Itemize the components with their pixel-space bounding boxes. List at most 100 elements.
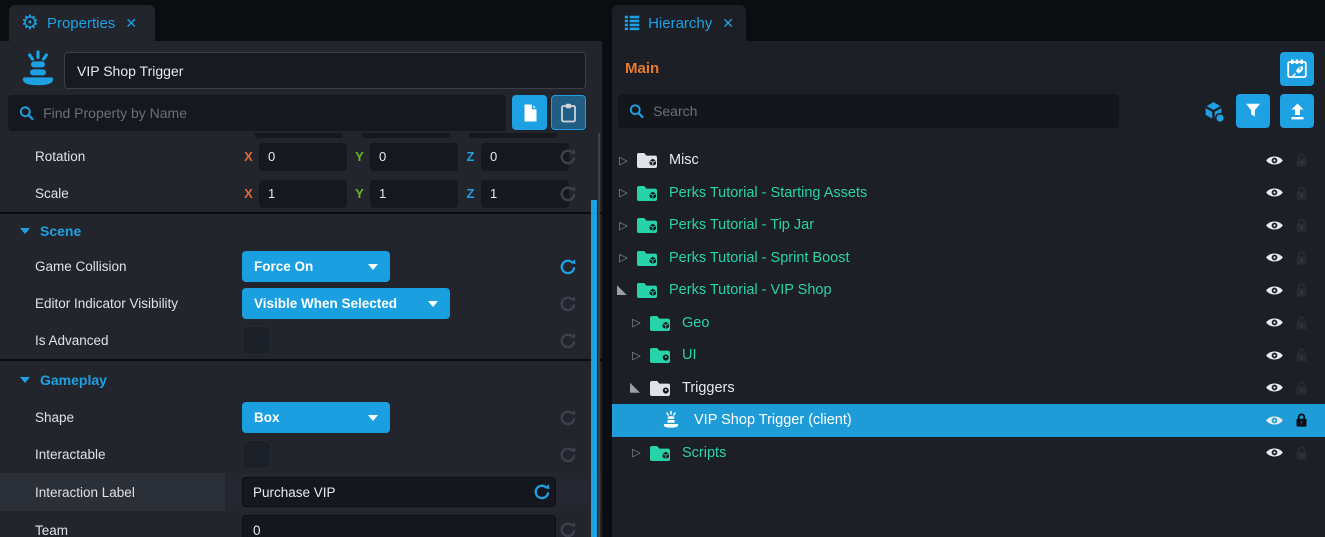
events-button[interactable] bbox=[1280, 52, 1314, 86]
property-label: Interactable bbox=[35, 447, 106, 462]
reset-button[interactable] bbox=[558, 257, 578, 277]
visibility-eye-icon[interactable] bbox=[1265, 186, 1284, 199]
upload-button[interactable] bbox=[1280, 94, 1314, 128]
expand-arrow-icon[interactable] bbox=[630, 349, 643, 362]
scrollbar-track bbox=[598, 133, 600, 537]
visibility-eye-icon[interactable] bbox=[1265, 381, 1284, 394]
axis-z-input[interactable]: 1 bbox=[481, 179, 569, 208]
tree-row[interactable]: Perks Tutorial - VIP Shop bbox=[612, 274, 1325, 307]
expand-arrow-icon[interactable] bbox=[617, 285, 627, 296]
reset-button[interactable] bbox=[558, 445, 578, 465]
reset-button[interactable] bbox=[558, 331, 578, 351]
property-search-box[interactable] bbox=[8, 95, 506, 131]
folder-icon bbox=[649, 379, 671, 397]
axis-x-input[interactable]: 0 bbox=[259, 142, 347, 171]
calendar-rocket-icon bbox=[1287, 59, 1307, 78]
expand-arrow-icon[interactable] bbox=[617, 186, 630, 199]
property-row: Editor Indicator Visibility Visible When… bbox=[0, 285, 602, 322]
expand-arrow-icon[interactable] bbox=[630, 382, 640, 393]
visibility-eye-icon[interactable] bbox=[1265, 284, 1284, 297]
paste-properties-button[interactable] bbox=[551, 95, 586, 130]
expand-arrow-icon[interactable] bbox=[630, 316, 643, 329]
lock-icon[interactable] bbox=[1295, 347, 1308, 363]
close-icon[interactable]: ✕ bbox=[722, 14, 734, 31]
lock-icon[interactable] bbox=[1295, 315, 1308, 331]
scrollbar-thumb[interactable] bbox=[591, 200, 597, 537]
visibility-eye-icon[interactable] bbox=[1265, 349, 1284, 362]
axis-y-input[interactable]: 1 bbox=[370, 179, 458, 208]
object-cube-icon[interactable] bbox=[1201, 99, 1226, 129]
visibility-eye-icon[interactable] bbox=[1265, 154, 1284, 167]
axis-z-input[interactable]: 0 bbox=[481, 142, 569, 171]
property-label: Game Collision bbox=[35, 259, 127, 274]
tree-row[interactable]: Perks Tutorial - Starting Assets bbox=[612, 177, 1325, 210]
expand-arrow-icon[interactable] bbox=[617, 154, 630, 167]
hierarchy-search-input[interactable] bbox=[653, 103, 1109, 119]
visibility-eye-icon[interactable] bbox=[1265, 414, 1284, 427]
reset-button[interactable] bbox=[558, 184, 578, 204]
section-header[interactable]: Gameplay bbox=[0, 361, 602, 399]
dropdown[interactable]: Visible When Selected bbox=[242, 288, 450, 319]
tab-hierarchy[interactable]: Hierarchy ✕ bbox=[612, 5, 746, 41]
property-label: Rotation bbox=[35, 149, 86, 164]
filter-button[interactable] bbox=[1236, 94, 1270, 128]
lock-icon[interactable] bbox=[1295, 282, 1308, 298]
chevron-down-icon bbox=[368, 263, 378, 270]
tree-row[interactable]: Scripts bbox=[612, 437, 1325, 470]
hierarchy-search-box[interactable] bbox=[618, 94, 1119, 128]
lock-icon[interactable] bbox=[1295, 412, 1308, 428]
upload-arrow-icon bbox=[1291, 103, 1303, 119]
lock-icon[interactable] bbox=[1295, 380, 1308, 396]
property-label: Editor Indicator Visibility bbox=[35, 296, 179, 311]
reset-button[interactable] bbox=[558, 520, 578, 537]
reset-button[interactable] bbox=[532, 482, 552, 502]
dropdown[interactable]: Box bbox=[242, 402, 390, 433]
axis-y-input[interactable]: 0 bbox=[370, 142, 458, 171]
tree-row[interactable]: Perks Tutorial - Tip Jar bbox=[612, 209, 1325, 242]
property-search-input[interactable] bbox=[43, 105, 496, 121]
object-name-input[interactable] bbox=[64, 52, 586, 89]
copy-properties-button[interactable] bbox=[512, 95, 547, 130]
axis-y-label: Y bbox=[355, 186, 364, 201]
visibility-eye-icon[interactable] bbox=[1265, 316, 1284, 329]
text-input[interactable] bbox=[242, 515, 556, 537]
text-input[interactable] bbox=[242, 477, 556, 507]
lock-icon[interactable] bbox=[1295, 217, 1308, 233]
section-header[interactable]: Scene bbox=[0, 214, 602, 248]
checkbox[interactable] bbox=[242, 440, 271, 469]
gear-icon: ⚙ bbox=[21, 12, 39, 34]
lock-icon[interactable] bbox=[1295, 152, 1308, 168]
properties-panel: Rotation X 0 Y 0 Z 0 Scale X 1 Y 1 Z 1 S… bbox=[0, 41, 602, 537]
close-icon[interactable]: ✕ bbox=[125, 14, 138, 31]
expand-arrow-icon[interactable] bbox=[630, 446, 643, 459]
tree-row[interactable]: UI bbox=[612, 339, 1325, 372]
reset-button[interactable] bbox=[558, 408, 578, 428]
visibility-eye-icon[interactable] bbox=[1265, 251, 1284, 264]
tree-row[interactable]: Misc bbox=[612, 144, 1325, 177]
tab-properties[interactable]: ⚙ Properties ✕ bbox=[9, 5, 155, 41]
expand-arrow-icon[interactable] bbox=[617, 251, 630, 264]
reset-button[interactable] bbox=[558, 294, 578, 314]
checkbox[interactable] bbox=[242, 326, 271, 355]
dropdown-value: Visible When Selected bbox=[254, 296, 398, 311]
axis-x-input[interactable]: 1 bbox=[259, 179, 347, 208]
dropdown[interactable]: Force On bbox=[242, 251, 390, 282]
chevron-down-icon bbox=[368, 414, 378, 421]
expand-arrow-icon[interactable] bbox=[617, 219, 630, 232]
section-divider bbox=[0, 212, 602, 214]
property-label: Scale bbox=[35, 186, 69, 201]
tree-row[interactable]: VIP Shop Trigger (client) bbox=[612, 404, 1325, 437]
lock-icon[interactable] bbox=[1295, 185, 1308, 201]
scene-name-label[interactable]: Main bbox=[625, 60, 660, 77]
tree-row[interactable]: Perks Tutorial - Sprint Boost bbox=[612, 242, 1325, 275]
tree-row[interactable]: Geo bbox=[612, 307, 1325, 340]
lock-icon[interactable] bbox=[1295, 445, 1308, 461]
reset-button[interactable] bbox=[558, 147, 578, 167]
visibility-eye-icon[interactable] bbox=[1265, 446, 1284, 459]
lock-icon[interactable] bbox=[1295, 250, 1308, 266]
paste-clipboard-icon bbox=[561, 103, 576, 122]
trigger-icon bbox=[661, 410, 683, 430]
tree-row[interactable]: Triggers bbox=[612, 372, 1325, 405]
property-row: Shape Box bbox=[0, 399, 602, 436]
visibility-eye-icon[interactable] bbox=[1265, 219, 1284, 232]
